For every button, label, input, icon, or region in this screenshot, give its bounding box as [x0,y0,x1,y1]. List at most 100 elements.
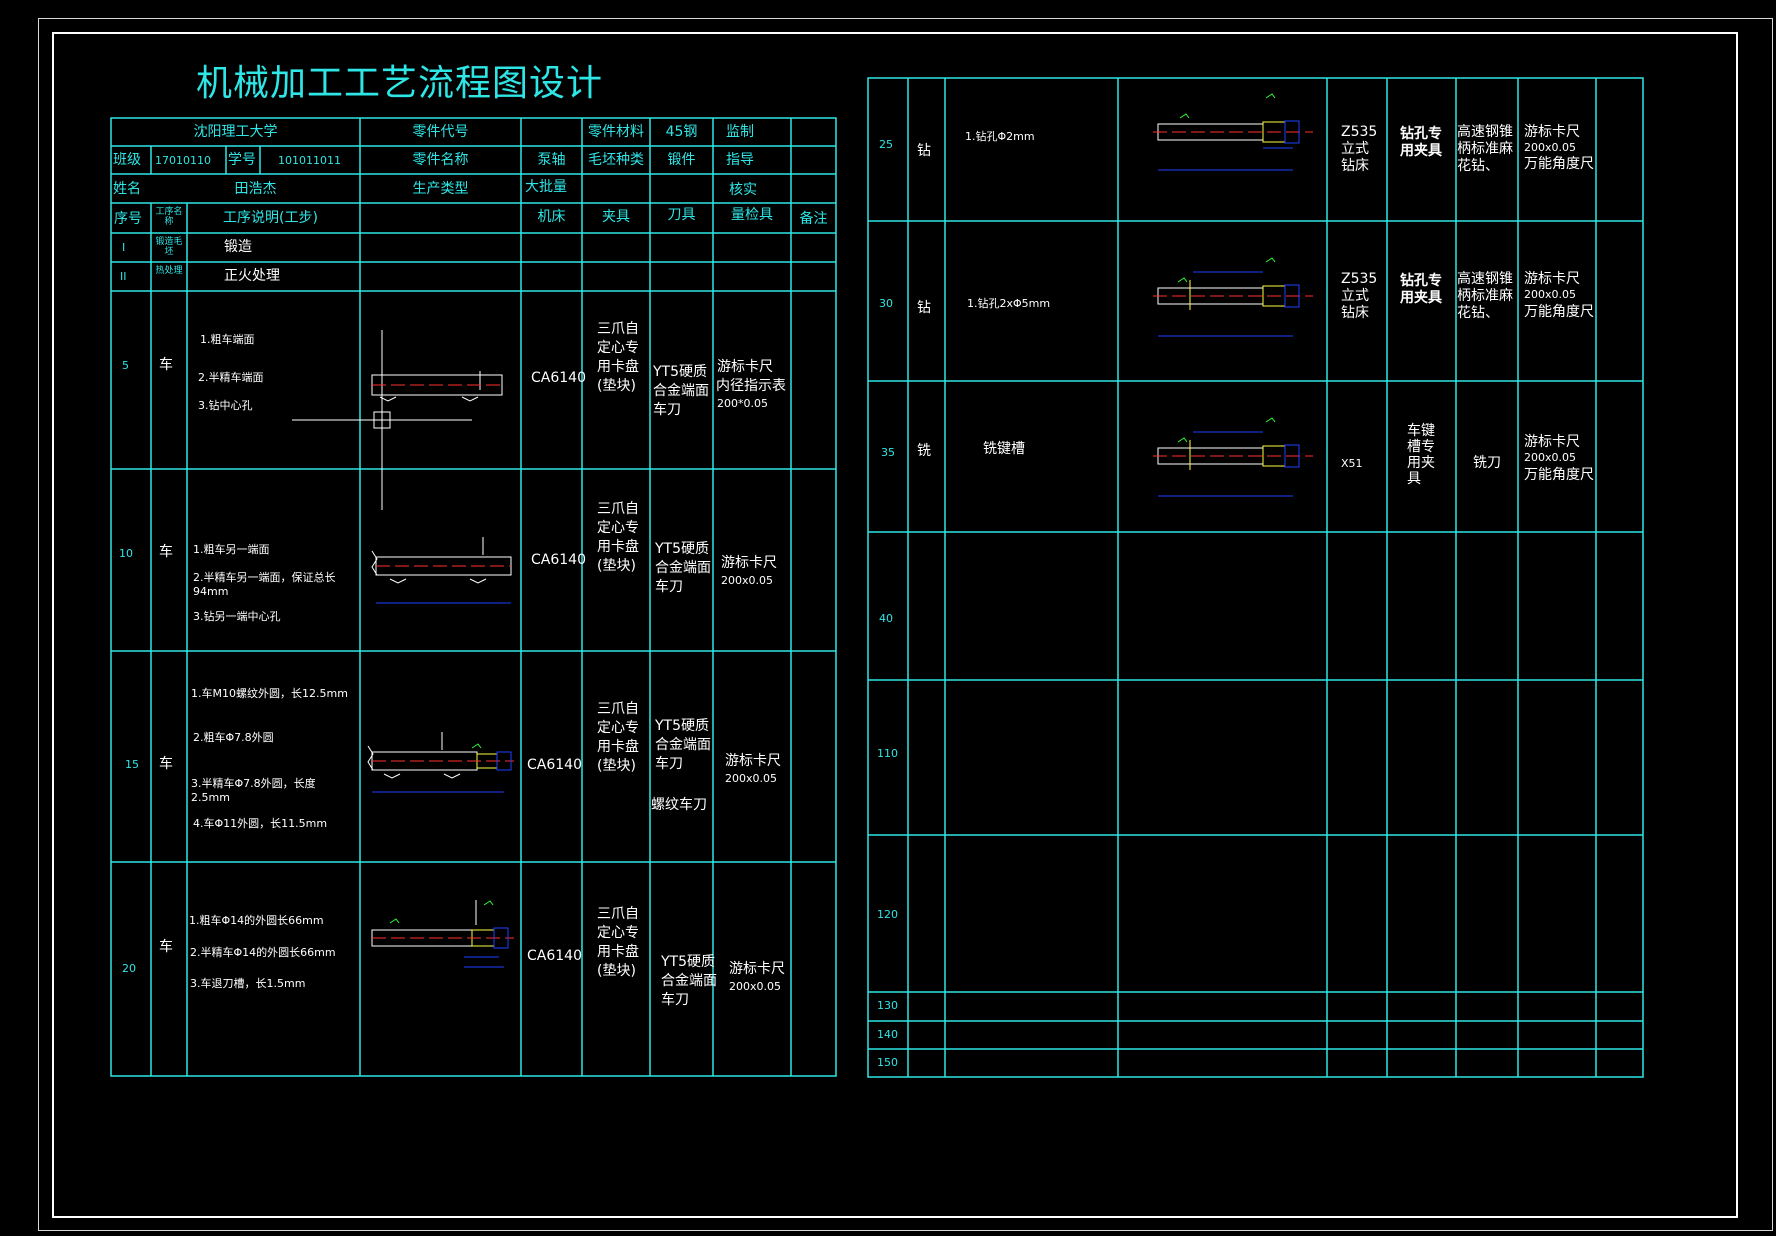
outer-frame [38,18,1773,1231]
part-name-label: 零件名称 [412,152,469,168]
row-gauge: 万能角度尺 [1524,467,1594,483]
row-op: 钻 [917,300,931,316]
class-label: 班级 [113,152,141,168]
row-machine: Z535立式钻床 [1341,271,1378,321]
row-desc: 1.钻孔2xΦ5mm [967,297,1051,310]
row-machine: X51 [1341,457,1363,470]
shaft-sketch-op35 [1153,417,1313,497]
row-step: 2.粗车Φ7.8外圆 [193,731,274,744]
row-gauge: 游标卡尺 [721,555,777,571]
row-seq: 5 [122,359,129,372]
production-type-label: 生产类型 [412,181,469,197]
col-proc-name: 工序名称 [155,207,183,227]
col-tool: 刀具 [667,207,696,223]
student-no-label: 学号 [228,152,256,168]
shaft-sketch-op10 [371,537,512,604]
row-step: 2.半精车Φ14的外圆长66mm [190,946,336,959]
row-desc: 铣键槽 [983,441,1025,457]
part-code-label: 零件代号 [412,124,469,140]
row-fixture: 三爪自定心专用卡盘(垫块) [597,906,639,979]
row-tool-2: 螺纹车刀 [651,797,707,813]
blank-type-value: 锻件 [667,152,696,168]
row-seq: 10 [119,547,133,560]
row-op: 车 [159,357,173,373]
material-label: 零件材料 [588,124,644,140]
production-type-value: 大批量 [525,179,567,195]
row-tool: YT5硬质合金端面车刀 [661,954,717,1008]
name-value: 田浩杰 [234,181,277,197]
row-gauge: 万能角度尺 [1524,304,1594,320]
part-name-value: 泵轴 [537,152,566,168]
pre-row-tag: 锻造毛坯 [155,237,183,257]
row-machine: CA6140 [531,552,586,568]
row-step: 3.车退刀槽，长1.5mm [190,977,306,990]
shaft-sketch-op25 [1153,93,1313,171]
row-gauge: 游标卡尺 [725,753,781,769]
row-gauge: 200x0.05 [725,772,777,785]
pre-row-desc: 正火处理 [224,268,280,284]
material-value: 45钢 [665,124,698,140]
row-tool: 铣刀 [1473,455,1501,471]
row-tool: 高速钢锥柄标准麻花钻、 [1457,124,1513,174]
pre-row-desc: 锻造 [224,239,252,255]
pre-row-seq: II [120,270,127,283]
verify-label: 核实 [729,182,757,198]
row-gauge: 游标卡尺 [1524,271,1580,287]
row-gauge: 游标卡尺 [729,961,785,977]
page-title: 机械加工工艺流程图设计 [196,63,604,104]
row-seq: 25 [879,138,893,151]
row-seq: 30 [879,297,893,310]
row-op: 铣 [917,443,931,459]
row-gauge: 200x0.05 [721,574,773,587]
row-op: 钻 [917,143,931,159]
row-tool: YT5硬质合金端面车刀 [655,541,711,595]
row-step: 1.粗车端面 [200,333,255,346]
col-machine: 机床 [537,209,566,225]
row-seq: 35 [881,446,895,459]
row-gauge: 200*0.05 [717,397,768,410]
row-step: 2.半精车另一端面，保证总长94mm [193,571,336,598]
shaft-sketch-op5 [292,330,503,510]
row-step: 3.钻中心孔 [198,399,253,412]
row-fixture: 三爪自定心专用卡盘(垫块) [597,501,639,574]
col-fixture: 夹具 [602,209,630,225]
row-seq: 20 [122,962,136,975]
row-desc: 1.钻孔Φ2mm [965,130,1035,143]
row-fixture: 钻孔专用夹具 [1400,273,1442,306]
row-step: 2.半精车端面 [198,371,264,384]
row-seq: 120 [877,908,898,921]
name-label: 姓名 [113,181,141,197]
row-step: 4.车Φ11外圆，长11.5mm [193,817,328,830]
row-machine: CA6140 [527,757,582,773]
row-step: 1.车M10螺纹外圆，长12.5mm [191,687,348,700]
row-seq: 130 [877,999,898,1012]
shaft-sketch-op15 [367,732,514,793]
row-gauge: 游标卡尺 [717,359,773,375]
drawing-border [52,32,1738,1218]
row-op: 车 [159,939,173,955]
guide-label: 指导 [726,152,754,168]
shaft-sketch-op20 [371,900,514,968]
row-seq: 150 [877,1056,898,1069]
supervise-label: 监制 [726,124,754,140]
row-seq: 110 [877,747,898,760]
pre-row-seq: I [122,241,126,254]
row-step: 1.粗车另一端面 [193,543,270,556]
row-gauge: 游标卡尺 [1524,124,1580,140]
row-seq: 15 [125,758,139,771]
class-value: 17010110 [155,154,211,167]
row-gauge: 万能角度尺 [1524,156,1594,172]
row-machine: CA6140 [527,948,582,964]
row-tool: 高速钢锥柄标准麻花钻、 [1457,271,1513,321]
row-machine: CA6140 [531,370,586,386]
row-gauge: 200x0.05 [1524,141,1576,154]
row-gauge: 内径指示表 [716,378,786,394]
university-name: 沈阳理工大学 [193,124,278,140]
pre-row-tag: 热处理 [155,266,183,276]
col-gauge: 量检具 [731,207,773,223]
row-fixture: 三爪自定心专用卡盘(垫块) [597,701,639,774]
student-no-value: 101011011 [278,154,341,167]
row-tool: YT5硬质合金端面车刀 [655,718,711,772]
row-fixture: 钻孔专用夹具 [1400,126,1442,159]
